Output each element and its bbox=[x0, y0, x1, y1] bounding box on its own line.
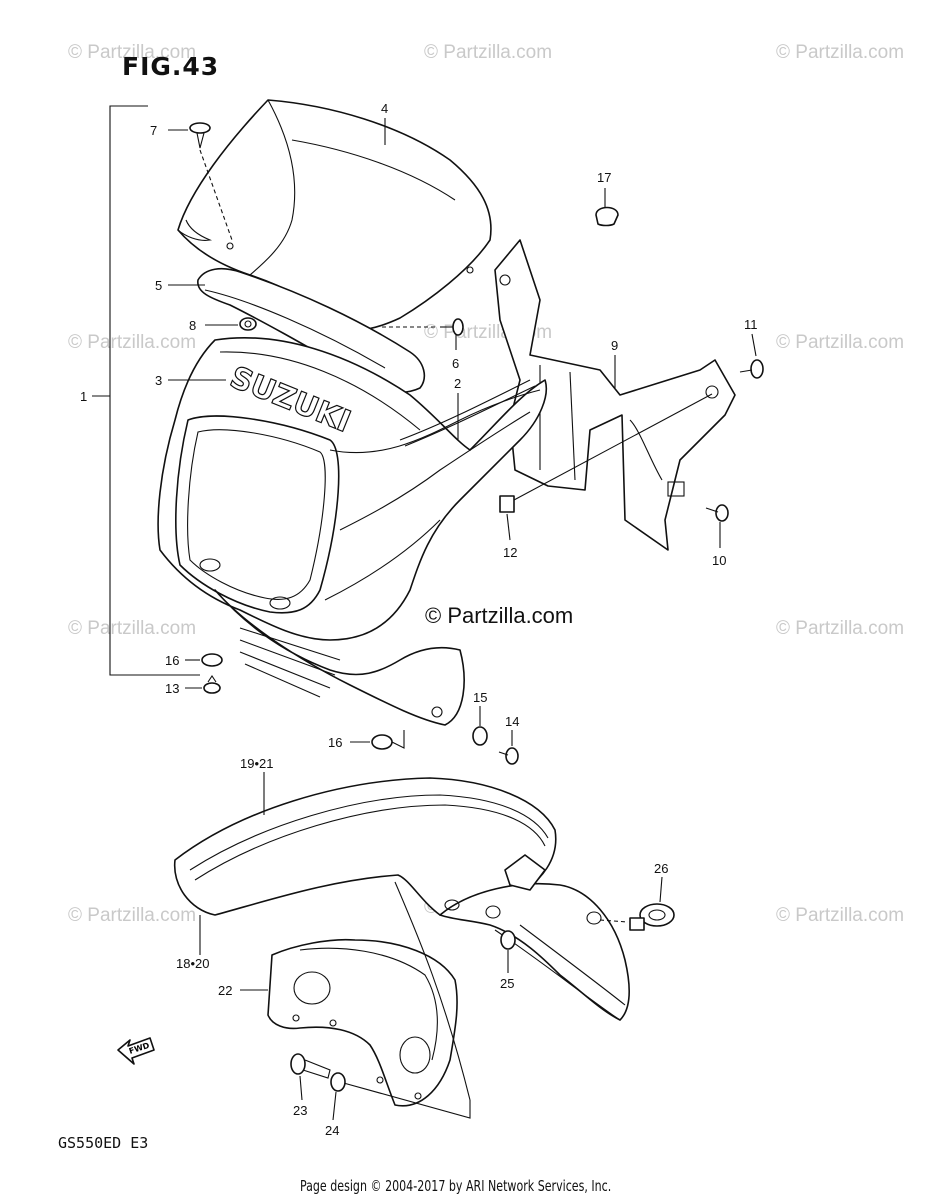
watermark: © Partzilla.com bbox=[776, 332, 905, 353]
callout-16-upper: 16 bbox=[165, 653, 179, 668]
callout-19-21: 19•21 bbox=[240, 756, 273, 771]
grommet-16-lower bbox=[371, 730, 405, 750]
callout-25: 25 bbox=[500, 976, 514, 991]
watermark: © Partzilla.com bbox=[776, 42, 905, 63]
screw-13 bbox=[203, 675, 221, 694]
washer-15 bbox=[472, 726, 488, 746]
figure-title: FIG.43 bbox=[122, 52, 220, 81]
callout-14: 14 bbox=[505, 714, 519, 729]
bolt-26 bbox=[599, 903, 675, 931]
page-footer: Page design © 2004-2017 by ARI Network S… bbox=[300, 1177, 612, 1195]
grommet-16-upper bbox=[201, 653, 223, 667]
watermark: © Partzilla.com bbox=[68, 618, 197, 639]
callout-13: 13 bbox=[165, 681, 179, 696]
callout-9: 9 bbox=[611, 338, 618, 353]
watermark: © Partzilla.com bbox=[68, 42, 197, 63]
callout-6: 6 bbox=[452, 356, 459, 371]
fender-brace bbox=[267, 881, 471, 1119]
clip-nut-12 bbox=[499, 393, 713, 513]
screw-11 bbox=[739, 359, 764, 379]
leader-lines bbox=[168, 118, 757, 1121]
bolt-23 bbox=[290, 1053, 331, 1079]
washer-24 bbox=[330, 1072, 346, 1092]
screw-10 bbox=[705, 504, 729, 522]
watermark: © Partzilla.com bbox=[68, 905, 197, 926]
callout-11: 11 bbox=[744, 317, 758, 332]
watermark: © Partzilla.com bbox=[68, 332, 197, 353]
callout-3: 3 bbox=[155, 373, 162, 388]
assembly-bracket bbox=[92, 105, 200, 676]
callout-2: 2 bbox=[454, 376, 461, 391]
fwd-arrow-icon: FWD bbox=[117, 1037, 155, 1065]
callout-17: 17 bbox=[597, 170, 611, 185]
screw-14 bbox=[498, 747, 519, 765]
callout-18-20: 18•20 bbox=[176, 956, 209, 971]
callout-labels: 1 2 3 4 5 6 7 8 9 10 11 12 13 14 15 16 1… bbox=[80, 101, 758, 1138]
copyright-main: © Partzilla.com bbox=[425, 603, 574, 628]
callout-10: 10 bbox=[712, 553, 726, 568]
mounting-bracket bbox=[494, 239, 736, 551]
callout-16-lower: 16 bbox=[328, 735, 342, 750]
grommet-8 bbox=[239, 317, 257, 331]
side-stripe bbox=[399, 379, 536, 447]
callout-22: 22 bbox=[218, 983, 232, 998]
callout-12: 12 bbox=[503, 545, 517, 560]
watermark: © Partzilla.com bbox=[776, 905, 905, 926]
washer-25 bbox=[500, 930, 516, 950]
callout-15: 15 bbox=[473, 690, 487, 705]
callout-5: 5 bbox=[155, 278, 162, 293]
callout-23: 23 bbox=[293, 1103, 307, 1118]
screw-7 bbox=[189, 122, 233, 241]
watermark: © Partzilla.com bbox=[424, 42, 553, 63]
callout-1: 1 bbox=[80, 389, 87, 404]
visor-trim bbox=[197, 267, 426, 393]
callout-4: 4 bbox=[381, 101, 388, 116]
callout-7: 7 bbox=[150, 123, 157, 138]
plug-17 bbox=[595, 206, 619, 227]
watermark: © Partzilla.com bbox=[776, 618, 905, 639]
callout-8: 8 bbox=[189, 318, 196, 333]
callout-26: 26 bbox=[654, 861, 668, 876]
model-code: GS550ED E3 bbox=[58, 1134, 149, 1152]
screw-6 bbox=[382, 318, 464, 336]
callout-24: 24 bbox=[325, 1123, 339, 1138]
headlight-cowl: SUZUKI bbox=[157, 337, 547, 726]
front-fender bbox=[173, 777, 630, 1021]
